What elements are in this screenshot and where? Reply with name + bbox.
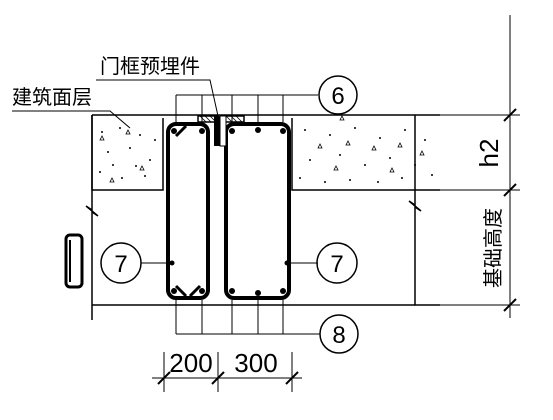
callout-6-label: 6 bbox=[331, 83, 344, 110]
rebar-bottom-leaders bbox=[175, 300, 320, 335]
door-frame-leader bbox=[96, 79, 219, 117]
dimension-h2-label: h2 bbox=[474, 139, 504, 168]
dimension-300-label: 300 bbox=[234, 348, 277, 378]
dimension-200-label: 200 bbox=[169, 348, 212, 378]
concrete-hatch-right bbox=[299, 115, 433, 183]
callout-7-right: 7 bbox=[316, 242, 358, 284]
rebar-cage-left bbox=[166, 122, 210, 300]
foundation-height-label: 基础高度 bbox=[481, 208, 505, 288]
concrete-hatch-left bbox=[99, 127, 156, 183]
left-wall bbox=[85, 115, 99, 320]
callout-7-right-label: 7 bbox=[330, 251, 343, 278]
callout-7-left: 7 bbox=[100, 242, 142, 284]
callout-6: 6 bbox=[318, 75, 358, 115]
small-section-symbol bbox=[64, 233, 84, 289]
right-wall bbox=[408, 115, 440, 306]
door-frame-embed-label: 门框预埋件 bbox=[100, 54, 200, 78]
floor-slab-right bbox=[291, 118, 440, 191]
floor-finish-label: 建筑面层 bbox=[12, 85, 92, 109]
callout-7-left-label: 7 bbox=[114, 251, 127, 278]
floor-finish-leader bbox=[12, 110, 131, 129]
rebar-top-leaders bbox=[175, 94, 318, 122]
horizontal-dimension bbox=[152, 352, 302, 392]
callout-8: 8 bbox=[319, 314, 359, 354]
vertical-dimension bbox=[440, 15, 520, 318]
floor-slab-left bbox=[91, 115, 164, 191]
callout-8-label: 8 bbox=[332, 322, 345, 349]
rebar-cage-right bbox=[224, 122, 291, 300]
door-frame-embedded-part bbox=[197, 115, 245, 147]
